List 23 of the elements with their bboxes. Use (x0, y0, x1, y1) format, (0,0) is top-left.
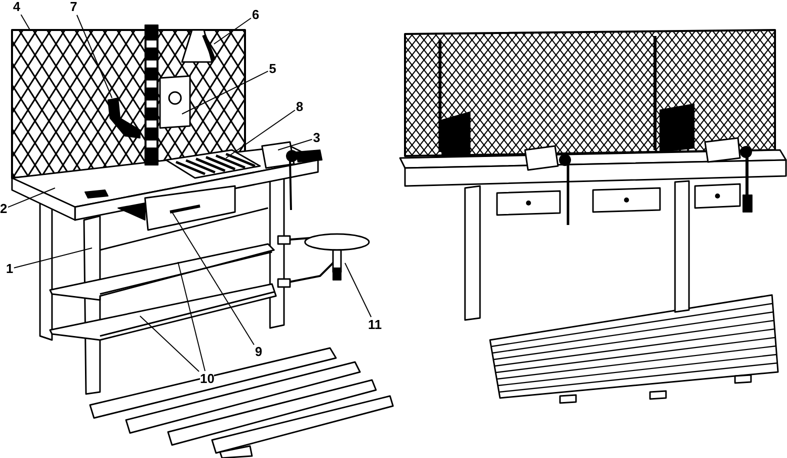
leader-line (14, 248, 92, 268)
leader-line (178, 262, 206, 372)
callout-number: 6 (252, 8, 260, 22)
leader-line (172, 212, 254, 346)
leader-line (278, 138, 312, 150)
leader-line (226, 110, 296, 158)
callout-number: 1 (6, 262, 14, 276)
leader-line (20, 14, 30, 30)
callout-number: 3 (313, 131, 320, 145)
leader-line (140, 316, 200, 372)
leader-line (182, 70, 268, 114)
callout-number: 2 (0, 202, 8, 216)
leader-line (214, 18, 252, 44)
callout-number: 7 (70, 0, 78, 14)
callout-number: 4 (13, 0, 20, 14)
callout-number: 8 (296, 100, 304, 114)
callout-number: 9 (255, 345, 262, 359)
leader-line (8, 188, 56, 208)
leader-line (344, 262, 372, 318)
callout-number: 10 (200, 372, 214, 386)
callout-number: 11 (368, 318, 382, 332)
leader-line (76, 14, 112, 98)
callout-number: 5 (269, 62, 276, 76)
